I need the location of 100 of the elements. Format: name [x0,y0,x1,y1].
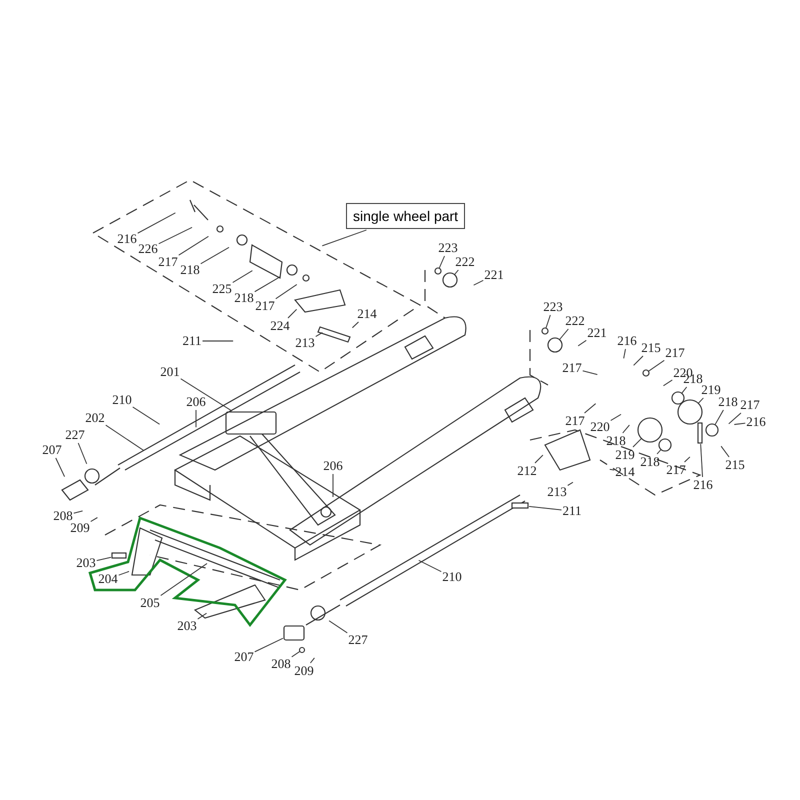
leader-line [567,482,574,486]
wheel-part [677,399,703,425]
washer-part [541,327,549,335]
callout-number: 224 [270,319,290,333]
callout-number: 216 [117,232,137,246]
leader-line [473,280,484,286]
leader-line [158,226,192,244]
leader-line [160,563,208,596]
leader-line [178,236,209,256]
bearing-part [705,423,719,437]
leader-line [118,570,130,576]
callout-number: 226 [138,242,158,256]
callout-number: 217 [565,414,585,428]
callout-number: 209 [70,521,90,535]
callout-number: 215 [641,341,661,355]
leader-line [200,246,230,264]
leader-line [232,270,253,283]
leader-line [684,456,690,462]
leader-line [254,638,284,652]
leader-line [418,560,442,572]
callout-number: 218 [640,455,660,469]
leader-line [720,446,730,458]
leader-line [610,414,622,421]
callout-number: 208 [271,657,291,671]
callout-number: 216 [617,334,637,348]
leader-line [633,356,644,366]
callout-number: 213 [295,336,315,350]
callout-number: 213 [547,485,567,499]
pin-part [111,552,127,559]
callout-number: 217 [666,463,686,477]
callout-number: 211 [562,504,582,518]
handle-mount-part [225,411,277,435]
leader-line [632,438,642,448]
washer-part [434,267,442,275]
callout-number: 204 [98,572,118,586]
callout-number: 227 [348,633,368,647]
leader-line [254,276,281,292]
wheel-part [637,417,663,443]
leader-line [623,348,626,359]
leader-line [584,403,596,414]
callout-number: 217 [562,361,582,375]
pin-part [298,646,306,654]
pin-part [511,502,529,509]
leader-line [352,322,359,328]
callout-number: 221 [484,268,504,282]
callout-number: 217 [158,255,178,269]
leader-line [714,410,724,426]
callout-number: 222 [455,255,475,269]
group-label: single wheel part [346,203,466,229]
callout-number: 206 [323,459,343,473]
callout-number: 215 [725,458,745,472]
callout-number: 217 [255,299,275,313]
leader-line [73,510,84,514]
leader-line [96,556,112,561]
leader-line [662,380,673,386]
callout-number: 217 [740,398,760,412]
leader-line [55,458,66,478]
leader-line [698,398,704,404]
callout-number: 218 [234,291,254,305]
leader-line [315,332,323,337]
callout-number: 225 [212,282,232,296]
leader-line [559,328,569,340]
bearing-part [658,438,672,452]
callout-number: 206 [186,395,206,409]
leader-line [656,449,662,454]
callout-number: 223 [543,300,563,314]
leader-line [105,424,144,451]
leader-line [734,422,746,425]
leader-line [275,284,298,300]
leader-line [582,370,598,375]
callout-number: 216 [693,478,713,492]
leader-line [90,517,98,522]
callout-number: 201 [160,365,180,379]
callout-number: 222 [565,314,585,328]
leader-line [180,378,232,412]
leader-line [310,658,315,664]
leader-line [288,308,298,318]
leader-line [728,412,742,424]
callout-number: 214 [357,307,377,321]
leader-line [132,406,160,425]
leader-line [328,620,348,634]
leader-line [322,230,367,246]
callout-number: 203 [76,556,96,570]
callout-number: 209 [294,664,314,678]
callout-number: 227 [65,428,85,442]
leader-line [438,256,445,269]
callout-number: 221 [587,326,607,340]
washer-part [642,369,650,377]
callout-number: 216 [746,415,766,429]
callout-number: 211 [182,334,202,348]
leader-line [528,506,562,510]
callout-number: 220 [590,420,610,434]
callout-number: 217 [665,346,685,360]
leader-line [700,444,703,478]
callout-number: 212 [517,464,537,478]
pin-part [697,422,703,444]
callout-number: 214 [615,465,635,479]
callout-number: 218 [180,263,200,277]
leader-line [546,314,551,329]
leader-line [578,340,587,346]
